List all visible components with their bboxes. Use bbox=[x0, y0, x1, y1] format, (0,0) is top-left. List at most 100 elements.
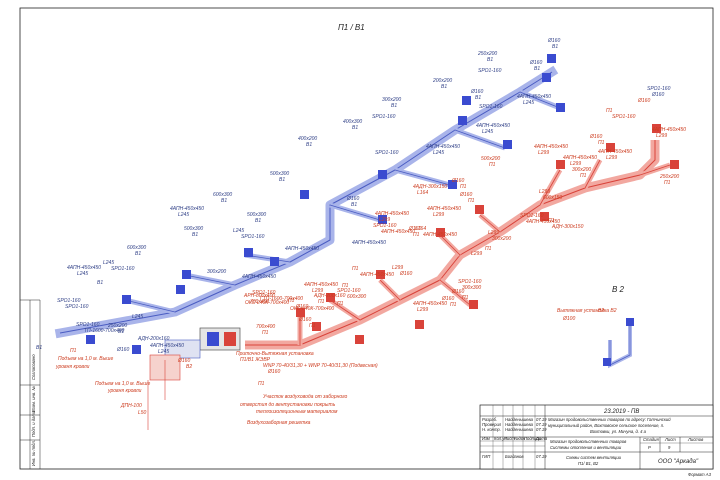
annotation-label: Ø160 bbox=[441, 296, 454, 302]
annotation-label: П1 bbox=[309, 323, 316, 329]
supply-duct-network bbox=[245, 140, 671, 350]
stamp-org: ООО "Аркада" bbox=[658, 459, 699, 465]
stamp-doc-number: 23.2019 - ПВ bbox=[603, 409, 639, 415]
annotation-label: Ø160 bbox=[470, 89, 483, 95]
annotation-label: SPO1-160 bbox=[375, 150, 399, 156]
annotation-label: 250x200 bbox=[107, 323, 127, 329]
annotation-label: SPO1-160 bbox=[337, 288, 361, 294]
annotation-label: Ø160 bbox=[399, 271, 412, 277]
stamp-object-3: Вохтовки, ул. Мичуна, д. 4 а bbox=[590, 429, 647, 434]
stamp-col-stage: Стадия bbox=[643, 437, 659, 442]
annotation-label: 300x200 bbox=[207, 269, 226, 275]
annotation-label: L245 bbox=[233, 228, 244, 234]
annotation-label: В1 bbox=[36, 345, 42, 351]
stamp-row-ndok: №док bbox=[514, 436, 526, 441]
b2-duct bbox=[608, 325, 632, 369]
annotation-label: П1 bbox=[462, 295, 469, 301]
annotation-label: В1 bbox=[552, 44, 558, 50]
annotation-label: L245 bbox=[132, 314, 143, 320]
annotation-label: 300x200 bbox=[382, 97, 401, 103]
annotation-label: SPO1-160 bbox=[111, 266, 135, 272]
annotation-label: В1 bbox=[192, 232, 198, 238]
annotation-label: SPO1-160 bbox=[241, 234, 265, 240]
annotation-label: ГТП-1600-700x400 bbox=[260, 296, 303, 302]
supply-branches-edge bbox=[299, 159, 671, 345]
b2-grille bbox=[626, 318, 634, 326]
annotation-label: 500x300 bbox=[270, 171, 289, 177]
annotation-label: уровня кровли bbox=[107, 388, 142, 394]
annotation-label: SPO1-160 bbox=[65, 304, 89, 310]
annotation-label: SPO1-160 bbox=[373, 223, 397, 229]
annotation-label: L299 bbox=[433, 212, 444, 218]
annotation-label: Участок воздуховода от заборного bbox=[263, 394, 348, 400]
annotation-label: 4АПН-450x450 bbox=[352, 240, 386, 246]
drawing-frame bbox=[19, 7, 714, 470]
annotation-label: Ø160 bbox=[177, 358, 190, 364]
stamp-col-sheet: Лист bbox=[664, 437, 676, 442]
stamp-part-1: Магазин продовольственных товаров bbox=[550, 439, 627, 444]
stamp-object-1: Магазин продовольственных товаров по адр… bbox=[548, 417, 671, 422]
annotation-label: 600x300 bbox=[127, 245, 146, 251]
annotation-label: 500x300 bbox=[184, 226, 203, 232]
stamp-name-2: Найденышева bbox=[505, 422, 534, 427]
annotation-label: 300x300 bbox=[462, 285, 481, 291]
annotation-label: SPO1-160 bbox=[647, 86, 671, 92]
annotation-label: В2 bbox=[598, 308, 604, 314]
annotation-label: Ø160 bbox=[408, 226, 421, 232]
stamp-role-nkontr: Н. контр. bbox=[482, 427, 501, 432]
annotation-label: В1 bbox=[135, 251, 141, 257]
stamp-col-sheets: Листов bbox=[687, 437, 704, 442]
annotation-label: Подъем на 1,0 м. Выше bbox=[95, 381, 150, 387]
annotation-label: L299 bbox=[570, 161, 581, 167]
annotation-label: 4АПН-450x450 bbox=[381, 229, 415, 235]
exhaust-diffusers bbox=[86, 54, 565, 354]
stamp-row-data: Дата bbox=[535, 436, 548, 441]
annotation-label: уровня кровли bbox=[55, 364, 90, 370]
annotation-label: П1 bbox=[580, 173, 587, 179]
annotation-label: 4АПН-450x450 bbox=[304, 282, 338, 288]
exhaust-duct-network bbox=[54, 65, 561, 339]
annotation-label: 4АПН-450x450 bbox=[526, 219, 560, 225]
annotation-label: L245 bbox=[178, 212, 189, 218]
annotation-label: П1 bbox=[318, 299, 325, 305]
annotation-label: В1 bbox=[279, 177, 285, 183]
stamp-date-1: 07.19 bbox=[536, 417, 547, 422]
annotation-label: АДН-300x150 bbox=[551, 224, 584, 230]
annotation-label: П1 bbox=[413, 232, 420, 238]
annotation-label: Ø160 bbox=[459, 192, 472, 198]
stamp-date-3: 07.19 bbox=[536, 427, 547, 432]
annotation-label: В1 bbox=[534, 66, 540, 72]
margin-inv-orig: Инв. № подл. bbox=[31, 440, 36, 466]
roof-outlets bbox=[147, 360, 166, 430]
annotation-label: SPO1-160 bbox=[478, 68, 502, 74]
annotation-label: 4АПН-450x450 bbox=[476, 123, 510, 129]
stamp-name-3: Найденышева bbox=[505, 427, 534, 432]
annotation-label: SPO1-160 bbox=[76, 322, 100, 328]
annotation-label: П1 bbox=[262, 330, 269, 336]
stamp-row-kol: Кол.уч bbox=[494, 436, 507, 441]
stamp-stage-value: Р bbox=[648, 445, 651, 450]
annotation-label: 4АПН-450x450 bbox=[150, 343, 184, 349]
annotation-label: П1 bbox=[460, 184, 467, 190]
annotation-label: В1 bbox=[118, 329, 124, 335]
annotation-label: П1 bbox=[468, 198, 475, 204]
stamp-sheet-title-2: П1/ В1, В2 bbox=[578, 461, 599, 466]
annotation-label: Воздухозаборная решетка bbox=[247, 420, 311, 426]
annotation-label: L299 bbox=[379, 217, 390, 223]
annotation-label: В1 bbox=[306, 142, 312, 148]
stamp-object-2: муниципальный район, Вохтовское сельское… bbox=[548, 423, 664, 428]
exhaust-branch-1-edge bbox=[124, 91, 561, 313]
annotation-label: П1 bbox=[70, 348, 77, 354]
annotation-label: 4АПН-450x450 bbox=[427, 206, 461, 212]
annotation-label: 4АПН-450x450 bbox=[360, 272, 394, 278]
annotation-label: Ø160 bbox=[116, 347, 129, 353]
annotation-label: АДН-200x160 bbox=[313, 293, 346, 299]
annotation-label: L299 bbox=[606, 155, 617, 161]
annotation-label: 600x150 bbox=[543, 195, 562, 201]
annotation-label: Ø160 bbox=[589, 134, 602, 140]
annotation-label: П1 bbox=[598, 140, 605, 146]
annotation-label: Подъем на 1,0 м. Выше bbox=[58, 356, 113, 362]
annotation-label: L50 bbox=[138, 410, 147, 416]
